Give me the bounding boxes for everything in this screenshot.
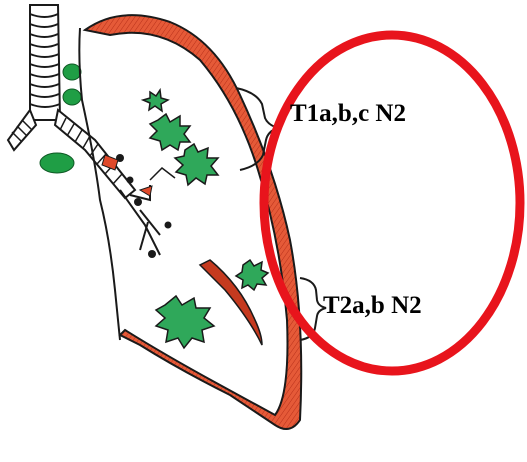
tumor-upper <box>150 114 190 150</box>
trachea-icon <box>8 5 175 255</box>
lymph-node-hilar <box>40 153 74 173</box>
lymph-node-upper <box>63 64 81 80</box>
tumor-small-upper <box>143 90 168 111</box>
label-t1-n2: T1a,b,c N2 <box>290 101 406 126</box>
highlight-ellipse <box>264 35 520 371</box>
tumor-fissure <box>236 260 268 290</box>
tumor-middle <box>175 144 218 185</box>
lymph-node-middle <box>63 89 81 105</box>
tumor-lower <box>156 296 214 348</box>
label-t2-n2: T2a,b N2 <box>323 293 422 318</box>
